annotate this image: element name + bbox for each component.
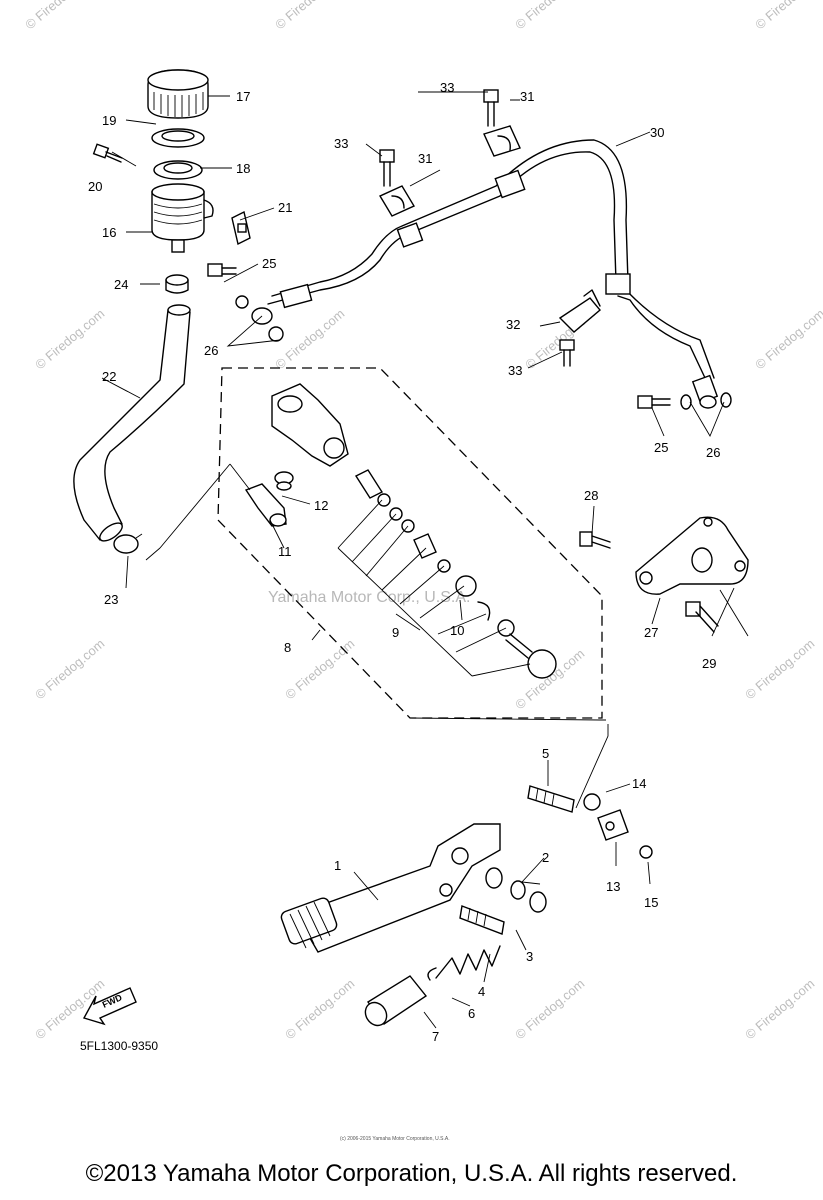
callout-25-lower: 25 — [654, 440, 668, 455]
callout-23: 23 — [104, 592, 118, 607]
copyright-notice: ©2013 Yamaha Motor Corporation, U.S.A. A… — [85, 1160, 738, 1187]
reservoir-cap — [147, 69, 209, 119]
piston-kit — [354, 469, 451, 573]
callout-13: 13 — [606, 879, 620, 894]
pedal-washer — [485, 867, 547, 913]
watermark: © Firedog.com — [742, 976, 817, 1042]
watermark: © Firedog.com — [752, 0, 823, 32]
master-cylinder-body — [271, 383, 349, 467]
cotter-pin — [639, 845, 653, 859]
callout-12: 12 — [314, 498, 328, 513]
return-spring — [427, 945, 501, 981]
watermark: © Firedog.com — [282, 976, 357, 1042]
grommet — [274, 471, 294, 491]
callout-16: 16 — [102, 225, 116, 240]
hose-clip — [165, 274, 189, 294]
watermark: © Firedog.com — [272, 306, 347, 372]
callout-30: 30 — [650, 125, 664, 140]
callout-15: 15 — [644, 895, 658, 910]
callout-18: 18 — [236, 161, 250, 176]
callout-9: 9 — [392, 625, 399, 640]
pedal-shaft — [459, 905, 505, 935]
callout-20: 20 — [88, 179, 102, 194]
diagram-code: 5FL1300-9350 — [80, 1039, 158, 1053]
callout-bracket-9 — [337, 499, 531, 677]
push-rod — [497, 619, 557, 679]
callout-5: 5 — [542, 746, 549, 761]
callout-17: 17 — [236, 89, 250, 104]
watermark: © Firedog.com — [32, 306, 107, 372]
brake-pedal — [280, 823, 501, 953]
hose-clamp — [113, 533, 143, 554]
callout-10: 10 — [450, 623, 464, 638]
callout-27: 27 — [644, 625, 658, 640]
pedal-collar — [510, 880, 526, 900]
callout-3: 3 — [526, 949, 533, 964]
watermark: © Firedog.com — [512, 0, 587, 32]
callout-33-top: 33 — [440, 80, 454, 95]
hose-clamp-31a — [378, 185, 416, 217]
watermark: © Firedog.com — [752, 306, 823, 372]
assembly-outline — [217, 367, 603, 719]
clevis — [597, 809, 629, 841]
callout-6: 6 — [468, 1006, 475, 1021]
reservoir-hose — [73, 304, 191, 542]
callout-24: 24 — [114, 277, 128, 292]
callout-19: 19 — [102, 113, 116, 128]
callout-25-upper: 25 — [262, 256, 276, 271]
gasket-upper — [235, 295, 284, 342]
diaphragm-plate — [153, 160, 203, 180]
watermark: © Firedog.com — [512, 976, 587, 1042]
callout-31-top: 31 — [520, 89, 534, 104]
center-watermark: Yamaha Motor Corp., U.S.A. — [268, 589, 470, 606]
callout-22: 22 — [102, 369, 116, 384]
callout-33-mid: 33 — [334, 136, 348, 151]
callout-2: 2 — [542, 850, 549, 865]
clamp-bolt-33a — [379, 149, 395, 187]
small-copyright: (c) 2006-2015 Yamaha Motor Corporation, … — [340, 1136, 450, 1142]
callout-29: 29 — [702, 656, 716, 671]
callout-31-mid: 31 — [418, 151, 432, 166]
union-bolt-lower — [637, 395, 671, 409]
callout-4: 4 — [478, 984, 485, 999]
callout-33-low: 33 — [508, 363, 522, 378]
watermark: © Firedog.com — [282, 636, 357, 702]
leader-lines — [101, 91, 749, 1029]
bracket-bolt-28 — [579, 531, 611, 549]
reservoir-tank — [151, 183, 214, 253]
callout-26-upper: 26 — [204, 343, 218, 358]
master-cylinder-bracket — [635, 516, 749, 595]
brake-hose — [251, 139, 719, 409]
callout-8: 8 — [284, 640, 291, 655]
gasket-lower — [680, 392, 732, 410]
callout-32: 32 — [506, 317, 520, 332]
clamp-bolt-33b — [483, 89, 499, 127]
callout-26-lower: 26 — [706, 445, 720, 460]
diaphragm — [151, 128, 205, 148]
hose-clamp-31b — [483, 125, 521, 157]
lock-nut — [583, 793, 601, 811]
callout-labels: 17 19 18 20 21 16 25 24 26 22 12 11 23 8… — [88, 80, 720, 1044]
hose-clamp-32 — [558, 289, 601, 333]
callout-7: 7 — [432, 1029, 439, 1044]
watermark: © Firedog.com — [32, 636, 107, 702]
hose-joint — [244, 483, 287, 527]
callout-14: 14 — [632, 776, 646, 791]
watermark: © Firedog.com — [272, 0, 347, 32]
callout-11: 11 — [278, 544, 292, 559]
clamp-bolt-33c — [559, 339, 575, 367]
callout-21: 21 — [278, 200, 292, 215]
pedal-rubber — [364, 975, 428, 1027]
watermark: © Firedog.com — [742, 636, 817, 702]
callout-1: 1 — [334, 858, 341, 873]
union-bolt-upper — [207, 263, 237, 277]
bracket-bolt-29 — [685, 601, 719, 633]
clevis-bolt — [527, 785, 575, 813]
callout-28: 28 — [584, 488, 598, 503]
reservoir-bolt — [92, 143, 123, 163]
reservoir-bracket — [231, 210, 251, 246]
watermark: © Firedog.com — [22, 0, 97, 32]
circlip — [455, 575, 491, 621]
